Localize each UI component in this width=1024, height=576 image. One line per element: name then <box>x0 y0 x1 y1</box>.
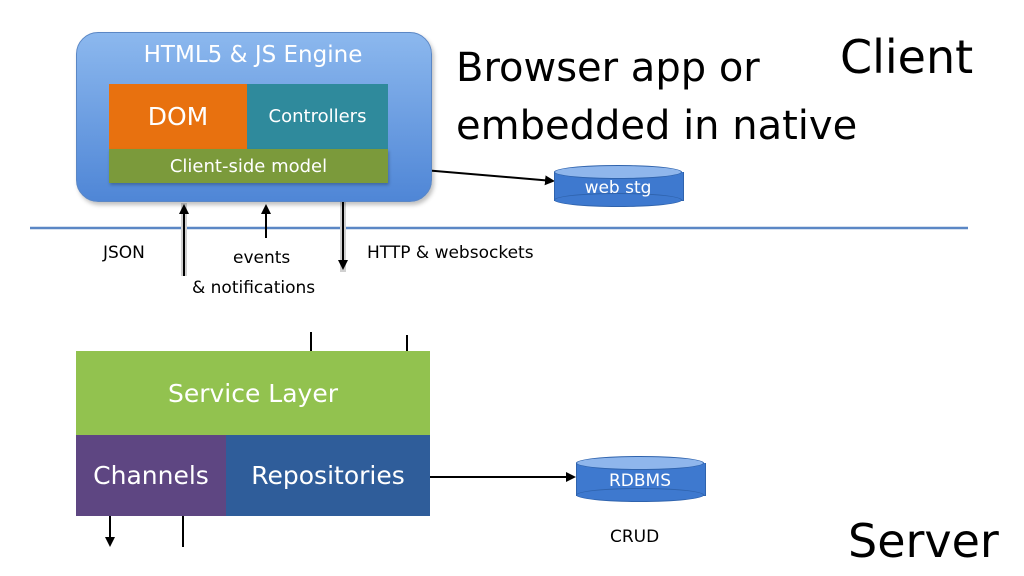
repositories-box: Repositories <box>226 435 430 516</box>
web-storage-label: web stg <box>584 178 652 198</box>
channels-box: Channels <box>76 435 226 516</box>
events-label: events <box>233 248 291 268</box>
rdbms-cylinder: RDBMS <box>576 456 706 504</box>
rdbms-label: RDBMS <box>608 471 672 491</box>
controllers-box: Controllers <box>247 84 388 149</box>
server-side-label: Server <box>848 514 999 568</box>
heading-line1: Browser app or <box>456 45 760 91</box>
json-label: JSON <box>103 243 145 263</box>
client-side-label: Client <box>840 30 974 84</box>
http-label: HTTP & websockets <box>367 243 534 263</box>
dom-box: DOM <box>109 84 247 149</box>
heading-line2: embedded in native <box>456 103 858 149</box>
notifications-label: & notifications <box>192 278 316 298</box>
service-layer-box: Service Layer <box>76 351 430 435</box>
crud-label: CRUD <box>610 527 660 547</box>
client-model-box: Client-side model <box>109 149 388 183</box>
engine-title: HTML5 & JS Engine <box>143 42 363 68</box>
web-storage-cylinder: web stg <box>554 165 684 209</box>
